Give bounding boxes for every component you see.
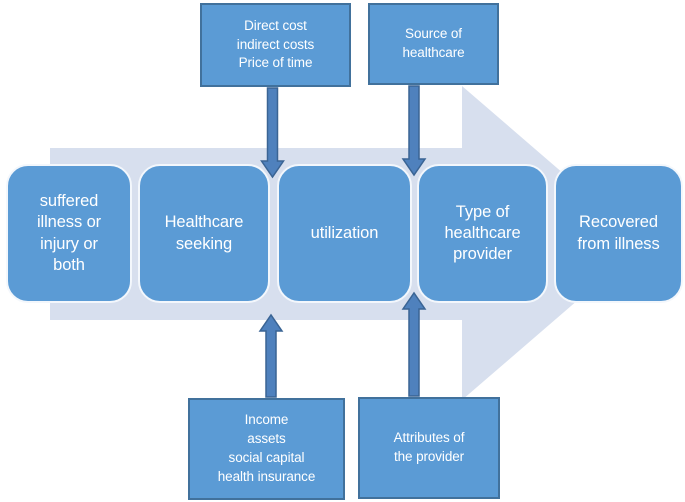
stage-label-suffered-illness: suffered illness or injury or both (36, 192, 102, 274)
factor-box-costs: Direct cost indirect costs Price of time (200, 3, 351, 87)
arrow-down-source-icon (401, 85, 427, 177)
stage-label-utilization: utilization (310, 223, 379, 242)
factor-label-provider-attributes: Attributes of the provider (393, 430, 465, 464)
stage-box-suffered-illness: suffered illness or injury or both (6, 164, 132, 303)
stage-label-recovered: Recovered from illness (577, 213, 660, 253)
stage-box-utilization: utilization (277, 164, 412, 303)
stage-box-type-of-provider: Type of healthcare provider (417, 164, 548, 303)
stage-box-healthcare-seeking: Healthcare seeking (138, 164, 270, 303)
factor-box-provider-attributes: Attributes of the provider (358, 397, 500, 499)
factor-box-income-assets: Income assets social capital health insu… (188, 398, 345, 500)
stage-label-healthcare-seeking: Healthcare seeking (164, 213, 244, 253)
stage-label-type-of-provider: Type of healthcare provider (444, 202, 521, 264)
factor-label-source-of-healthcare: Source of healthcare (402, 26, 465, 60)
arrow-up-attributes-icon (401, 291, 427, 397)
arrow-down-costs-icon (260, 87, 285, 179)
factor-label-income-assets: Income assets social capital health insu… (217, 412, 316, 484)
factor-label-costs: Direct cost indirect costs Price of time (236, 17, 315, 71)
stage-box-recovered: Recovered from illness (554, 164, 683, 303)
arrow-up-income-icon (258, 313, 284, 398)
factor-box-source-of-healthcare: Source of healthcare (368, 3, 499, 85)
